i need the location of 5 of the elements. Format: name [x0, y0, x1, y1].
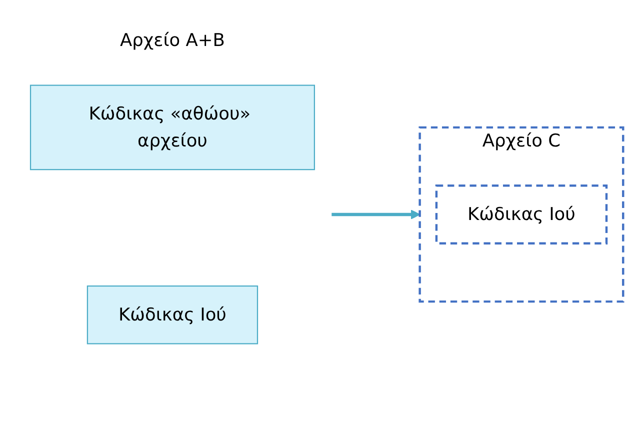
arrow [331, 210, 420, 220]
node-box: Κώδικας Ιού [86, 285, 258, 344]
node-box: Κώδικας «αθώου» αρχείου [30, 84, 315, 170]
node-box: Κώδικας Ιού [435, 184, 608, 244]
node-text: Αρχείο A+B [120, 29, 225, 50]
